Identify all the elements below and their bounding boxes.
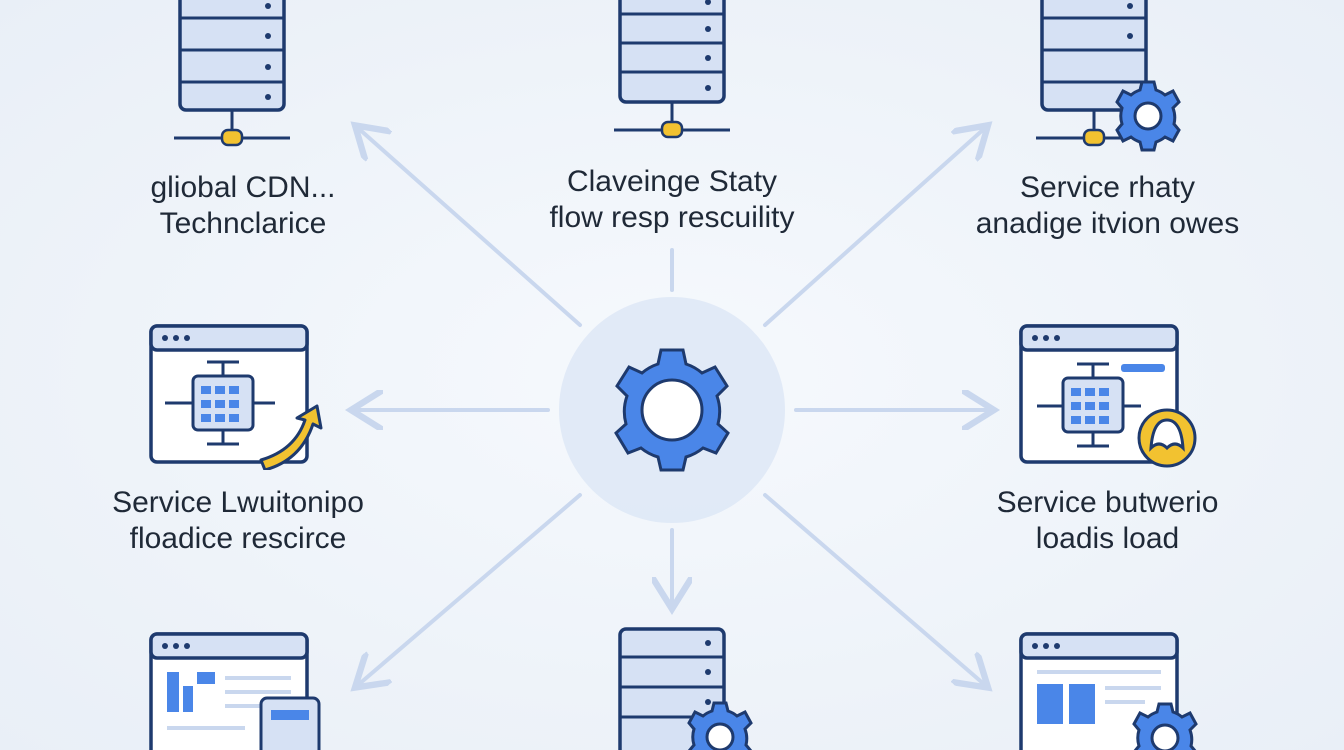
- label-line: gliobal CDN...: [150, 171, 336, 204]
- label-line: Claveinge Staty: [566, 165, 778, 198]
- gear-icon[interactable]: [614, 348, 730, 472]
- label-line: anadige itvion owes: [975, 207, 1240, 240]
- label-line: loadis load: [1035, 522, 1180, 555]
- node-label-top-left: gliobal CDN... Technclarice: [93, 170, 393, 242]
- browser-document-icon: [149, 632, 321, 750]
- browser-chip-icon: [149, 324, 323, 470]
- server-rack-icon: [614, 0, 730, 139]
- node-label-mid-right: Service butwerio loadis load: [950, 485, 1265, 557]
- label-line: Service rhaty: [1019, 171, 1196, 204]
- arrow-to-bottom-left: [358, 493, 582, 685]
- node-label-mid-left: Service Lwuitonipo floadice rescirce: [68, 485, 408, 557]
- node-label-top-right: Service rhaty anadige itvion owes: [930, 170, 1285, 242]
- server-gear-icon: [1036, 0, 1181, 152]
- browser-layout-gear-icon: [1019, 632, 1198, 750]
- label-line: Technclarice: [159, 207, 327, 240]
- label-line: Service butwerio: [996, 486, 1219, 519]
- arrow-to-bottom-right: [763, 493, 985, 685]
- label-line: Service Lwuitonipo: [112, 486, 364, 519]
- arrow-to-top-left: [358, 128, 582, 327]
- node-label-top-center: Claveinge Staty flow resp rescuility: [502, 164, 842, 236]
- label-line: floadice rescirce: [129, 522, 347, 555]
- arrow-to-top-right: [763, 128, 985, 327]
- server-gear-icon: [618, 627, 753, 750]
- label-line: flow resp rescuility: [549, 201, 795, 234]
- server-rack-icon: [174, 0, 290, 147]
- browser-chip-badge-icon: [1019, 324, 1197, 468]
